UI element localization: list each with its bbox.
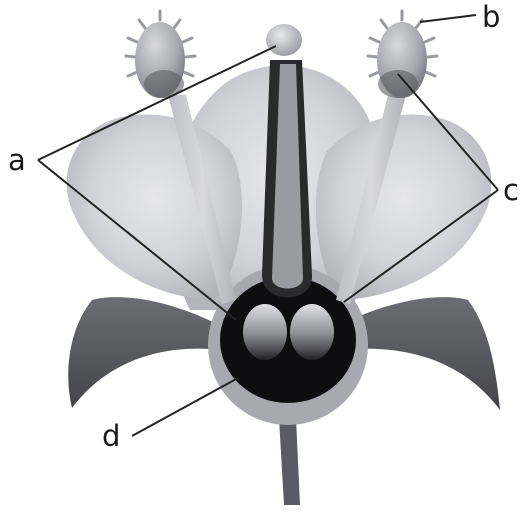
ovule-right xyxy=(290,304,334,360)
stigma xyxy=(266,24,302,56)
petal-right xyxy=(316,115,491,300)
anther-left xyxy=(135,22,185,98)
anther-right xyxy=(377,22,427,98)
label-b: b xyxy=(482,0,500,34)
ovule-left xyxy=(243,304,287,360)
leader-b-to-pollen xyxy=(420,15,476,22)
label-d: d xyxy=(102,419,120,453)
stem xyxy=(279,418,300,505)
leader-d-to-receptacle xyxy=(132,378,238,436)
label-a: a xyxy=(8,143,26,177)
label-c: c xyxy=(503,173,519,207)
sepal-left xyxy=(68,297,228,408)
